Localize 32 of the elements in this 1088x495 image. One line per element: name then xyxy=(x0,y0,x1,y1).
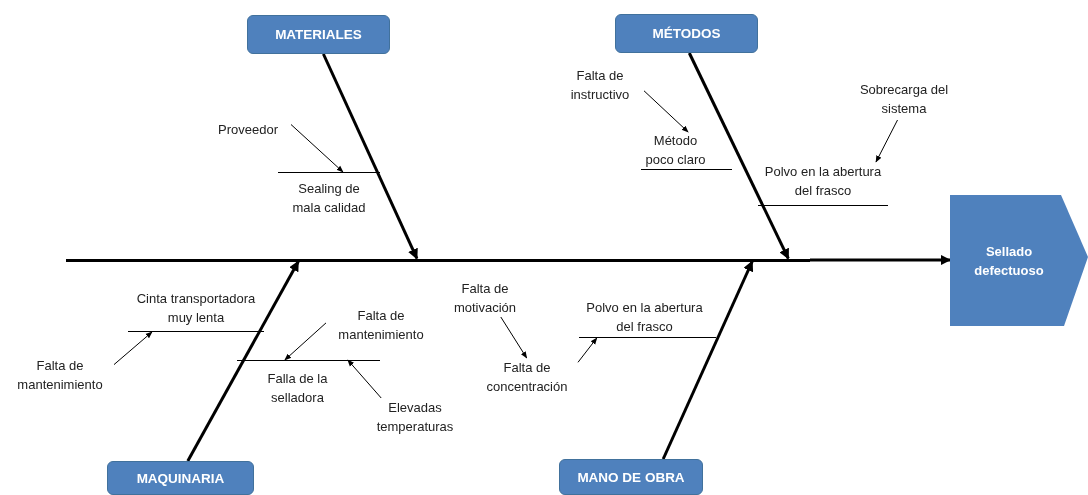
effect-box: Sellado defectuoso xyxy=(950,195,1088,326)
cause-text: Falta de mantenimiento xyxy=(326,306,436,346)
cause-text: Sobrecarga del sistema xyxy=(848,80,960,120)
category-box: MÉTODOS xyxy=(615,14,758,53)
arrow xyxy=(113,331,153,366)
cause-text: Polvo en la abertura del frasco xyxy=(758,162,888,206)
category-box: MAQUINARIA xyxy=(107,461,254,495)
arrow xyxy=(500,316,528,359)
cause-text: Cinta transportadora muy lenta xyxy=(128,288,264,332)
branch-arrow xyxy=(661,260,754,460)
cause-text: Método poco claro xyxy=(641,132,732,170)
category-box: MATERIALES xyxy=(247,15,390,54)
arrow xyxy=(875,119,898,163)
cause-text: Polvo en la abertura del frasco xyxy=(579,298,716,338)
branch-arrow xyxy=(322,53,419,260)
arrow xyxy=(290,124,344,173)
cause-text: Falta de instructivo xyxy=(556,66,644,106)
cause-text: Falta de concentración xyxy=(476,358,578,398)
cause-text: Falta de motivación xyxy=(446,279,524,317)
cause-text: Sealing de mala calidad xyxy=(278,172,380,218)
spine-line xyxy=(66,258,810,262)
cause-text: Falla de la selladora xyxy=(237,360,380,410)
cause-text: Falta de mantenimiento xyxy=(6,356,114,396)
branch-arrow xyxy=(810,254,952,266)
branch-arrow xyxy=(687,52,790,260)
branch-arrow xyxy=(186,260,300,462)
arrow xyxy=(577,337,598,363)
arrow xyxy=(284,322,327,361)
arrow xyxy=(347,359,382,399)
category-box: MANO DE OBRA xyxy=(559,459,703,495)
arrow xyxy=(643,90,689,133)
cause-text: Proveedor xyxy=(205,120,291,140)
